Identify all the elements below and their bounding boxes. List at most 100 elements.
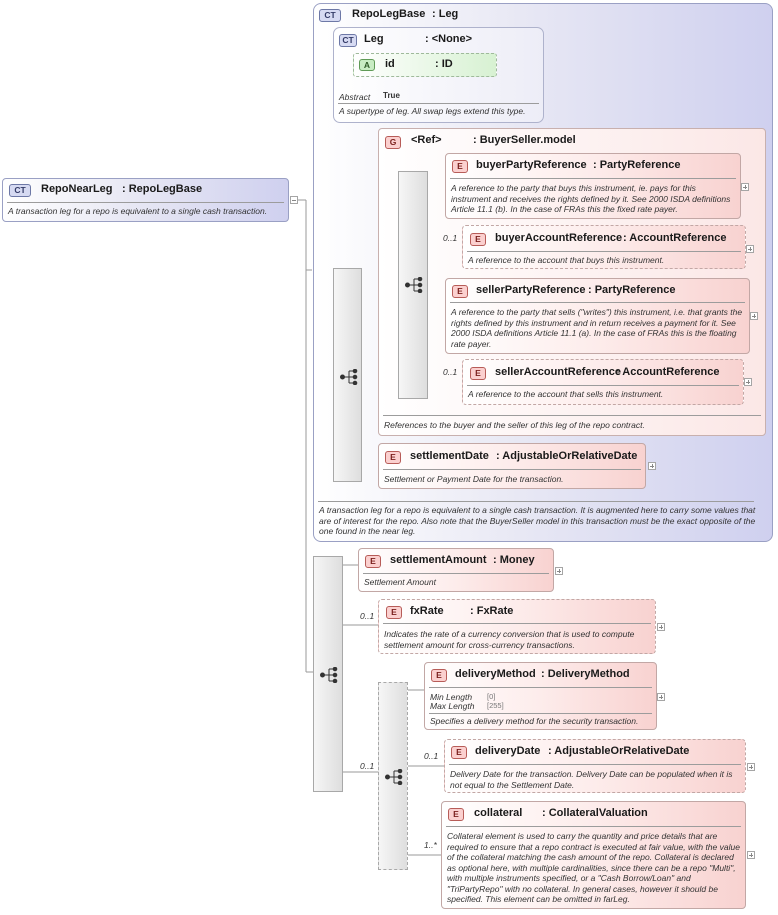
min-length-label: Min Length xyxy=(430,692,473,702)
element-doc: Delivery Date for the transaction. Deliv… xyxy=(450,769,733,790)
element-type: : DeliveryMethod xyxy=(541,668,630,680)
divider xyxy=(467,251,741,252)
root-name: RepoNearLeg xyxy=(41,183,113,195)
sequence-compositor[interactable] xyxy=(333,268,362,482)
seller-party-reference-element[interactable]: E sellerPartyReference : PartyReference … xyxy=(445,278,750,354)
element-doc: A reference to the party that buys this … xyxy=(451,183,731,214)
optional-sequence-compositor[interactable] xyxy=(378,682,408,870)
expand-icon[interactable] xyxy=(746,245,754,253)
divider xyxy=(467,385,739,386)
expand-icon[interactable] xyxy=(657,693,665,701)
delivery-date-element[interactable]: E deliveryDate : AdjustableOrRelativeDat… xyxy=(444,739,746,793)
divider xyxy=(429,687,652,688)
element-doc: A reference to the account that buys thi… xyxy=(468,255,665,265)
multiplicity: 0..1 xyxy=(360,761,375,771)
leg-type: : <None> xyxy=(425,33,473,45)
group-name: <Ref> xyxy=(411,134,442,146)
divider xyxy=(318,501,754,502)
expand-icon[interactable] xyxy=(744,378,752,386)
attribute-id[interactable]: A id : ID xyxy=(353,53,497,77)
sequence-icon xyxy=(320,667,338,683)
root-type: : RepoLegBase xyxy=(122,183,203,195)
multiplicity: 0..1 xyxy=(424,751,439,761)
divider xyxy=(383,469,641,470)
attribute-type: : ID xyxy=(435,58,453,70)
root-complex-type[interactable]: CT RepoNearLeg : RepoLegBase A transacti… xyxy=(2,178,289,222)
attribute-icon: A xyxy=(359,59,375,71)
multiplicity: 0..1 xyxy=(443,367,458,377)
element-icon: E xyxy=(431,669,447,682)
group-icon: G xyxy=(385,136,401,149)
divider xyxy=(450,178,736,179)
multiplicity: 1..* xyxy=(424,840,437,850)
element-type: : Money xyxy=(493,554,535,566)
group-doc: References to the buyer and the seller o… xyxy=(384,420,645,430)
element-name: sellerPartyReference xyxy=(476,284,586,296)
expand-icon[interactable] xyxy=(657,623,665,631)
element-type: : PartyReference xyxy=(588,284,676,296)
element-icon: E xyxy=(470,367,486,380)
divider xyxy=(7,202,284,203)
sequence-icon xyxy=(385,769,403,785)
base-doc: A transaction leg for a repo is equivale… xyxy=(319,505,756,536)
element-type: : AdjustableOrRelativeDate xyxy=(496,450,638,462)
element-name: settlementDate xyxy=(410,450,489,462)
group-type: : BuyerSeller.model xyxy=(473,134,576,146)
element-name: deliveryDate xyxy=(475,745,541,757)
leg-doc: A supertype of leg. All swap legs extend… xyxy=(339,106,526,116)
extension-sequence-compositor[interactable] xyxy=(313,556,343,792)
buyer-party-reference-element[interactable]: E buyerPartyReference : PartyReference A… xyxy=(445,153,741,219)
element-doc: Indicates the rate of a currency convers… xyxy=(384,629,635,650)
divider xyxy=(338,103,539,104)
delivery-method-element[interactable]: E deliveryMethod : DeliveryMethod Min Le… xyxy=(424,662,657,730)
collateral-element[interactable]: E collateral : CollateralValuation Colla… xyxy=(441,801,746,909)
element-doc: A reference to the account that sells th… xyxy=(468,389,664,399)
element-doc: Collateral element is used to carry the … xyxy=(447,831,740,904)
expand-icon[interactable] xyxy=(648,462,656,470)
expand-icon[interactable] xyxy=(747,851,755,859)
seller-account-reference-element[interactable]: E sellerAccountReference : AccountRefere… xyxy=(462,359,744,405)
element-type: : AccountReference xyxy=(623,232,727,244)
element-doc: Specifies a delivery method for the secu… xyxy=(430,716,639,726)
element-icon: E xyxy=(452,160,468,173)
complex-type-icon: CT xyxy=(319,9,341,22)
expand-icon[interactable] xyxy=(747,763,755,771)
sequence-icon xyxy=(405,277,423,293)
settlement-date-element[interactable]: E settlementDate : AdjustableOrRelativeD… xyxy=(378,443,646,489)
element-name: fxRate xyxy=(410,605,444,617)
abstract-label: Abstract xyxy=(339,92,371,102)
expand-icon[interactable] xyxy=(555,567,563,575)
leg-name: Leg xyxy=(364,33,384,45)
settlement-amount-element[interactable]: E settlementAmount : Money Settlement Am… xyxy=(358,548,554,592)
multiplicity: 0..1 xyxy=(360,611,375,621)
abstract-value: True xyxy=(383,91,400,100)
element-icon: E xyxy=(385,451,401,464)
attribute-name: id xyxy=(385,58,395,70)
element-doc: A reference to the party that sells ("wr… xyxy=(451,307,743,349)
max-length-label: Max Length xyxy=(430,701,475,711)
element-type: : AdjustableOrRelativeDate xyxy=(548,745,690,757)
element-doc: Settlement Amount xyxy=(364,577,436,587)
element-name: settlementAmount xyxy=(390,554,487,566)
expand-icon[interactable] xyxy=(750,312,758,320)
expand-icon[interactable] xyxy=(741,183,749,191)
multiplicity: 0..1 xyxy=(443,233,458,243)
divider xyxy=(449,764,741,765)
element-icon: E xyxy=(448,808,464,821)
element-type: : AccountReference xyxy=(616,366,720,378)
complex-type-icon: CT xyxy=(339,34,357,47)
fx-rate-element[interactable]: E fxRate : FxRate Indicates the rate of … xyxy=(378,599,656,654)
element-name: buyerPartyReference xyxy=(476,159,587,171)
root-doc: A transaction leg for a repo is equivale… xyxy=(8,206,268,216)
group-sequence-compositor[interactable] xyxy=(398,171,428,399)
base-name: RepoLegBase xyxy=(352,8,426,20)
element-icon: E xyxy=(386,606,402,619)
element-icon: E xyxy=(470,233,486,246)
element-name: buyerAccountReference xyxy=(495,232,623,244)
element-name: sellerAccountReference xyxy=(495,366,621,378)
collapse-icon[interactable] xyxy=(290,196,298,204)
buyer-account-reference-element[interactable]: E buyerAccountReference : AccountReferen… xyxy=(462,225,746,269)
element-icon: E xyxy=(451,746,467,759)
element-type: : CollateralValuation xyxy=(542,807,648,819)
element-icon: E xyxy=(365,555,381,568)
